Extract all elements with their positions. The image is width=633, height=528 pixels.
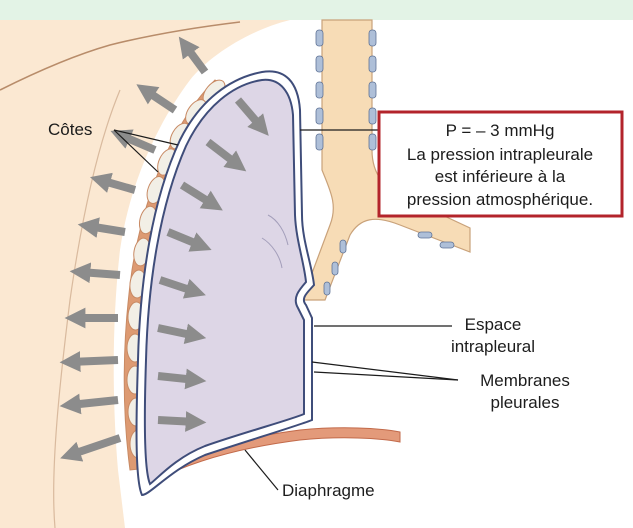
label-diaphragme: Diaphragme [282,481,375,500]
pressure-text-line-4: pression atmosphérique. [407,190,593,209]
label-membranes-line-2: pleurales [491,393,560,412]
label-cotes: Côtes [48,120,92,139]
pressure-value: P = – 3 mmHg [446,121,555,140]
label-espace-line-2: intrapleural [451,337,535,356]
label-espace-line-1: Espace [465,315,522,334]
pressure-text-line-2: La pression intrapleurale [407,145,593,164]
label-membranes-line-1: Membranes [480,371,570,390]
top-band [0,0,633,20]
pressure-text-line-3: est inférieure à la [435,167,566,186]
